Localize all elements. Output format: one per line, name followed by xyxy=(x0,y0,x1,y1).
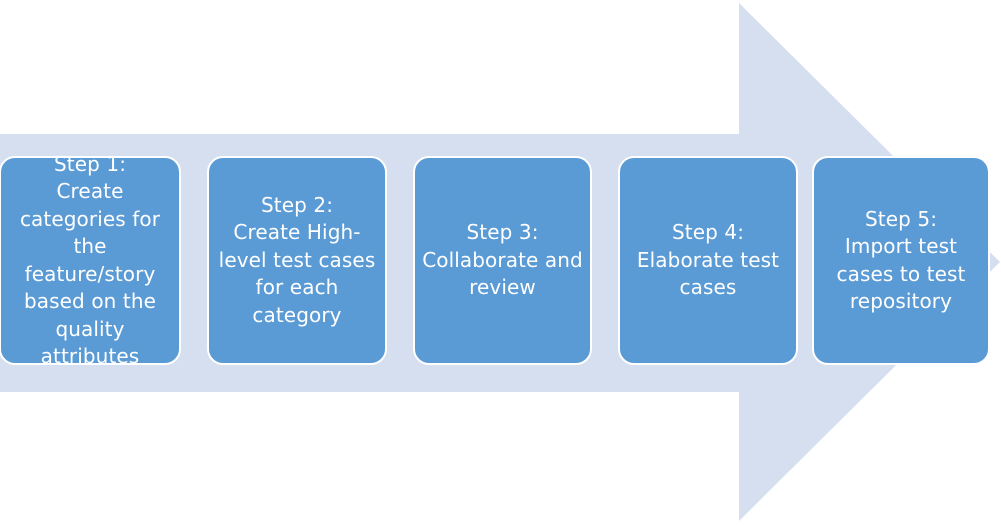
step-box-2[interactable]: Step 2:Create High-level test cases for … xyxy=(207,156,387,365)
step-5-label: Step 5:Import test cases to test reposit… xyxy=(836,206,966,314)
step-box-5[interactable]: Step 5:Import test cases to test reposit… xyxy=(812,156,990,365)
step-box-3[interactable]: Step 3:Collaborate and review xyxy=(413,156,592,365)
step-4-label: Step 4:Elaborate test cases xyxy=(636,220,780,300)
step-3-label: Step 3:Collaborate and review xyxy=(422,220,583,300)
step-1-label: Step 1:Create categories for the feature… xyxy=(19,151,161,369)
step-box-4[interactable]: Step 4:Elaborate test cases xyxy=(618,156,798,365)
step-box-1[interactable]: Step 1:Create categories for the feature… xyxy=(0,152,181,368)
step-2-label: Step 2:Create High-level test cases for … xyxy=(218,192,376,327)
